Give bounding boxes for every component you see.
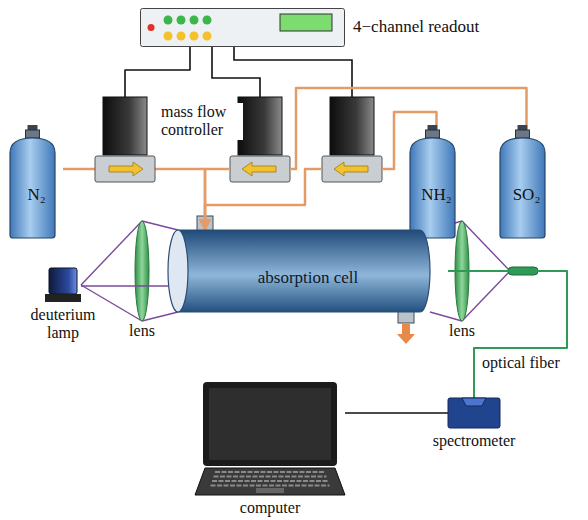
node-label: computer xyxy=(240,499,300,517)
exhaust-arrow xyxy=(397,324,415,344)
gas-outlet xyxy=(398,311,414,323)
gas-pipe xyxy=(63,168,95,171)
optical-fiber xyxy=(448,271,567,398)
signal-cable xyxy=(345,412,448,414)
control-wire xyxy=(234,47,352,97)
lamp: deuterium lamp xyxy=(45,268,81,302)
gas-cylinder-shape xyxy=(10,125,63,238)
node-label: SO₂ xyxy=(500,185,553,205)
gas-cylinder-shape xyxy=(500,125,553,238)
computer-shape xyxy=(195,382,345,495)
flow-controller xyxy=(322,97,382,182)
fiber-label: optical fiber xyxy=(480,354,562,372)
node-label: NH₂ xyxy=(410,185,463,205)
node-label: mass flow controller xyxy=(159,103,243,140)
lens-symbol xyxy=(135,221,149,321)
light-beam xyxy=(81,285,168,286)
computer: computer xyxy=(195,382,345,495)
node-label: spectrometer xyxy=(433,432,516,450)
flow-controller: mass flow controller xyxy=(95,97,155,182)
gas-cylinder-shape xyxy=(410,125,463,238)
gas-pipe xyxy=(155,169,205,230)
lens-label: lens xyxy=(447,322,477,340)
node-label: 4−channel readout xyxy=(353,17,479,37)
node-label: deuterium lamp xyxy=(18,306,108,343)
readout-unit-shape xyxy=(140,8,345,47)
control-wire xyxy=(212,47,260,97)
lens-label: lens xyxy=(127,322,157,340)
spectrometer: spectrometer xyxy=(448,398,500,428)
gas-cylinder: SO₂ xyxy=(500,125,553,238)
lamp-shape xyxy=(45,268,81,302)
gas-pipe xyxy=(205,88,527,230)
absorption-cell: absorption cell xyxy=(168,230,448,312)
readout-unit: 4−channel readout xyxy=(140,8,345,47)
gas-cylinder: N₂ xyxy=(10,125,63,238)
spectrometer-shape xyxy=(448,398,500,428)
flow-controller-shape xyxy=(95,97,155,182)
signal-cable xyxy=(125,47,190,97)
node-label: N₂ xyxy=(10,185,63,205)
node-label: absorption cell xyxy=(168,268,448,288)
gas-cylinder: NH₂ xyxy=(410,125,463,238)
